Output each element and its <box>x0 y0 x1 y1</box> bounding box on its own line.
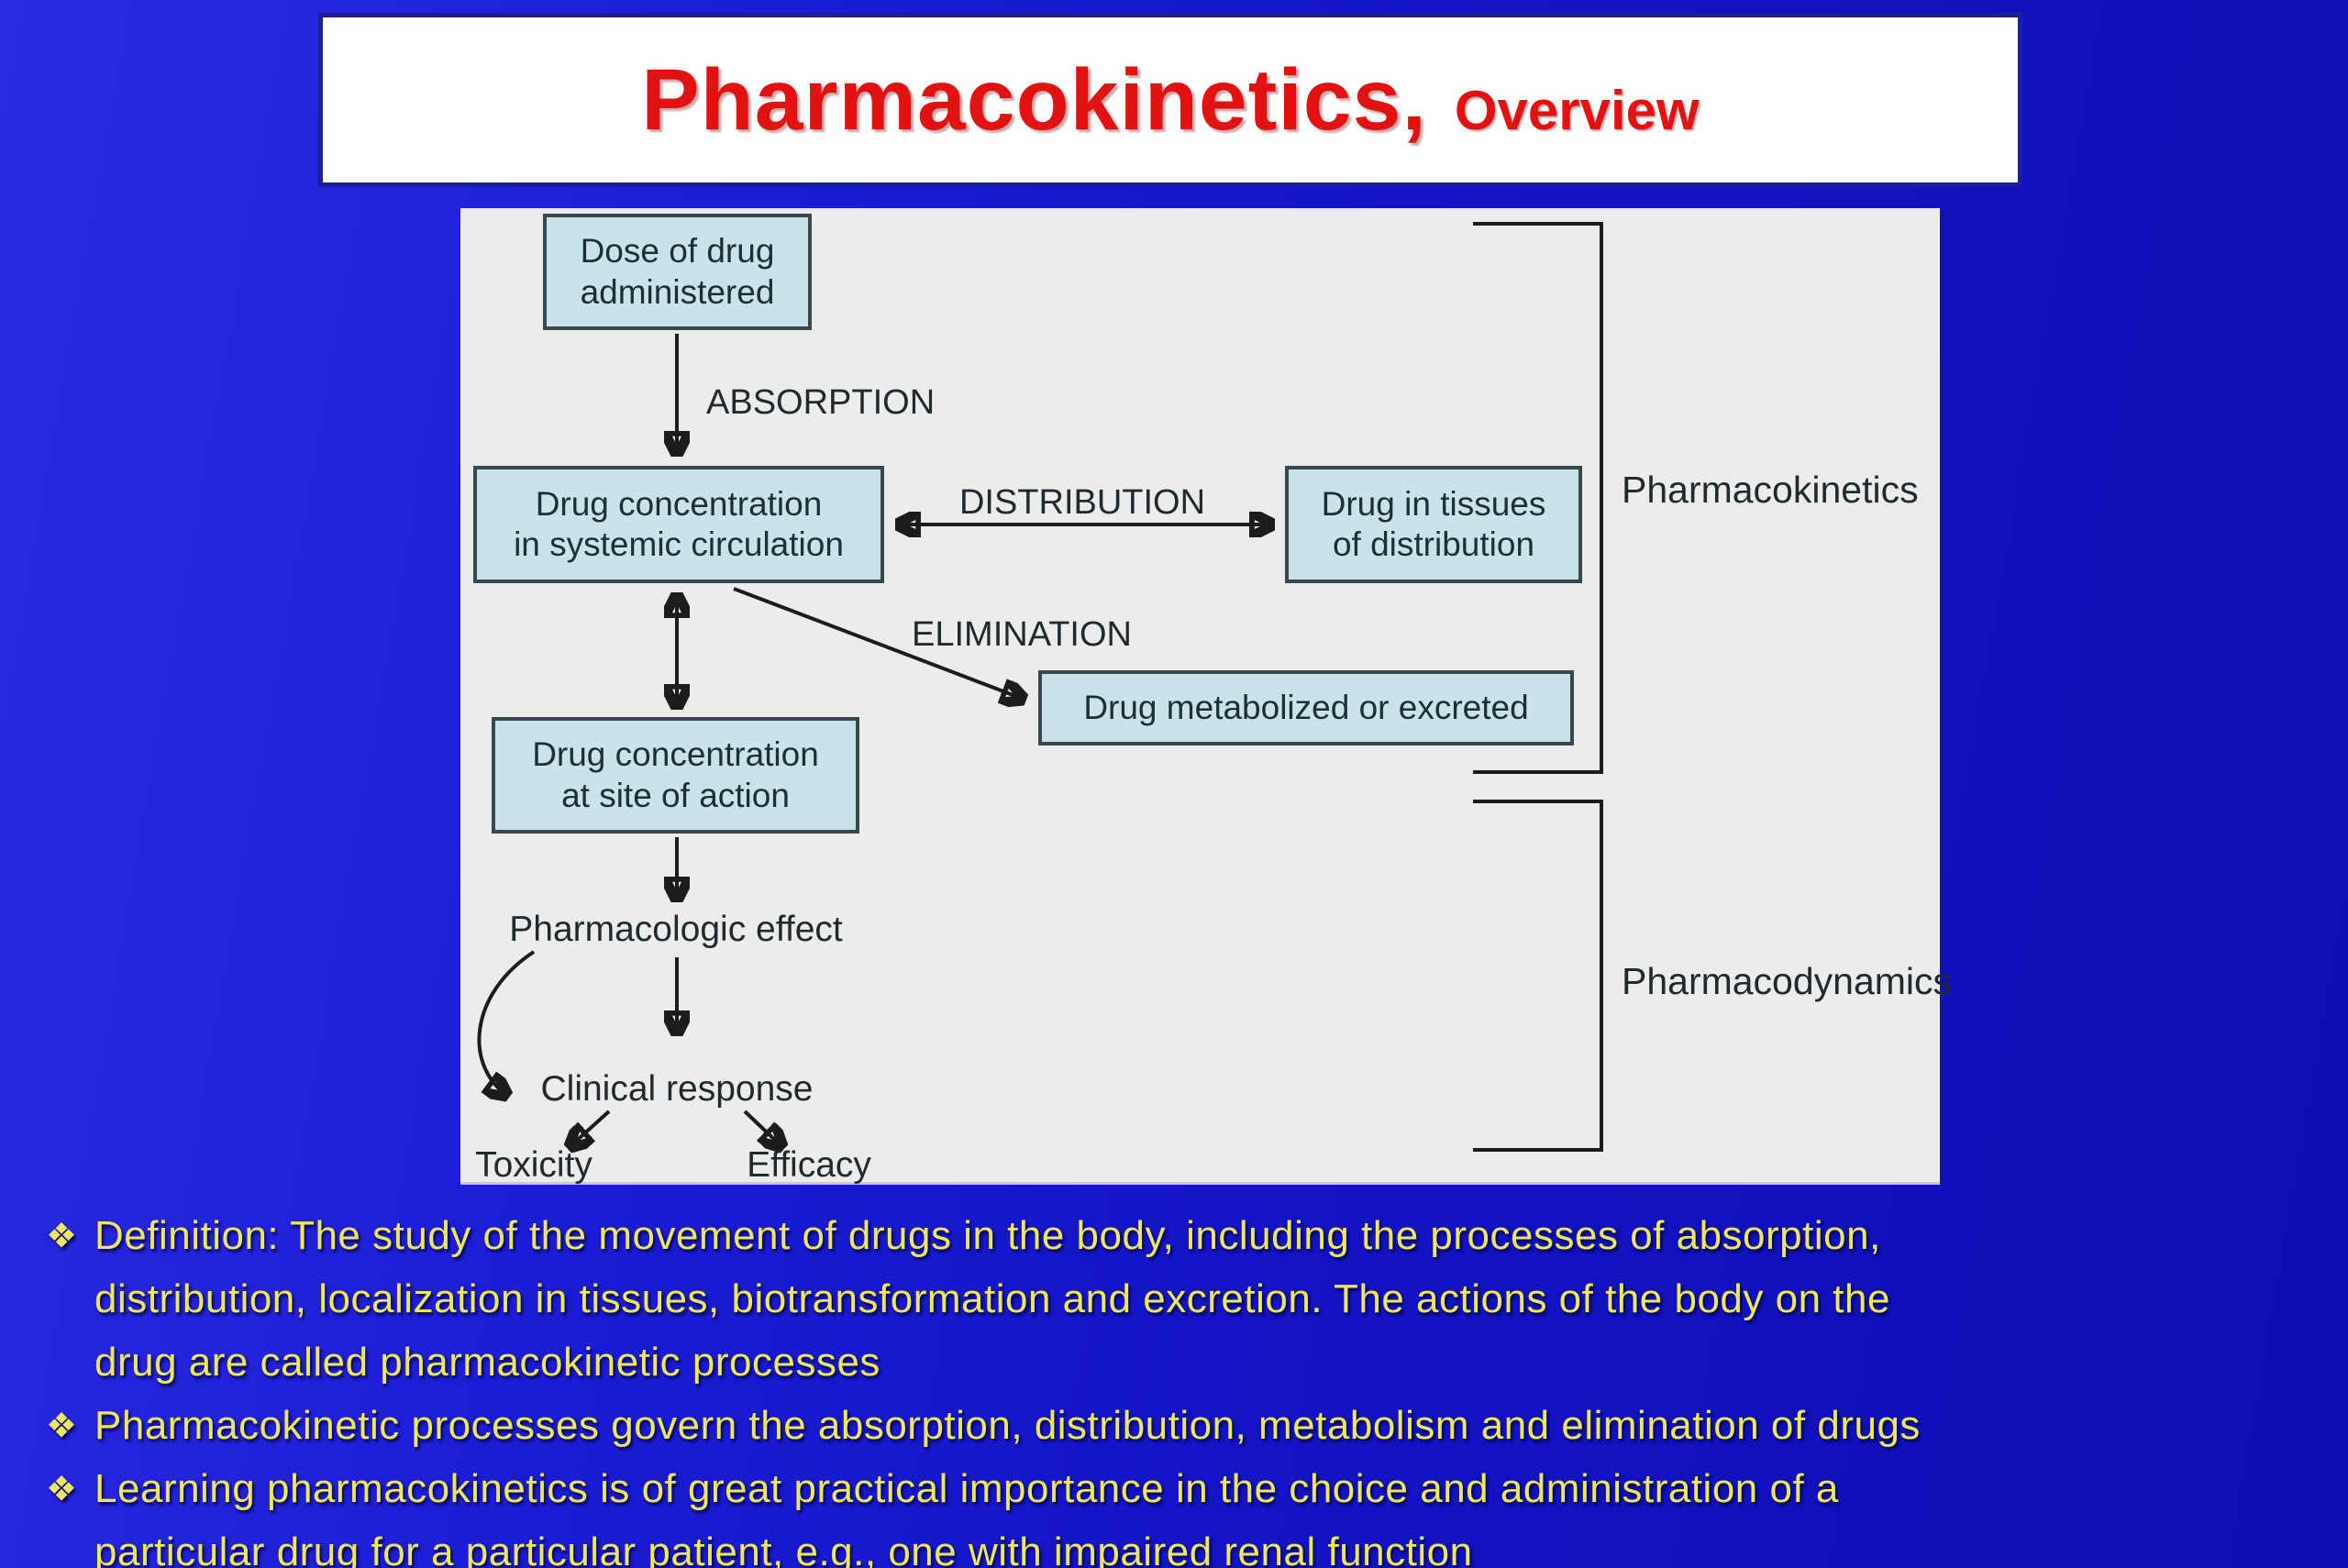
bullet-text: Definition: The study of the movement of… <box>94 1212 1881 1258</box>
bullet-line: distribution, localization in tissues, b… <box>46 1267 2343 1331</box>
bullet-line: ❖ Learning pharmacokinetics is of great … <box>46 1457 2343 1520</box>
bullet-diamond-icon: ❖ <box>46 1470 78 1508</box>
bullet-diamond-icon: ❖ <box>46 1217 78 1255</box>
clinical-response-label: Clinical response <box>541 1069 814 1109</box>
title-banner: Pharmacokinetics, Overview <box>318 13 2022 187</box>
pharmacologic-effect-label: Pharmacologic effect <box>509 910 843 949</box>
bullet-text: drug are called pharmacokinetic processe… <box>94 1339 880 1385</box>
bullet-text: Pharmacokinetic processes govern the abs… <box>94 1402 1921 1448</box>
flow-box-site-of-action: Drug concentration at site of action <box>492 717 859 834</box>
flow-box-text: at site of action <box>561 776 790 814</box>
distribution-label: DISTRIBUTION <box>959 483 1205 522</box>
toxicity-label: Toxicity <box>475 1145 593 1185</box>
pharmacokinetics-label: Pharmacokinetics <box>1622 469 1919 511</box>
flow-box-dose-administered: Dose of drug administered <box>543 214 812 330</box>
bullet-text: distribution, localization in tissues, b… <box>94 1275 1890 1321</box>
flow-box-text: of distribution <box>1332 525 1535 563</box>
bullet-line: ❖ Definition: The study of the movement … <box>46 1204 2343 1267</box>
title-sub: Overview <box>1454 79 1700 141</box>
toxicity-arrow <box>570 1110 611 1146</box>
efficacy-arrow <box>743 1110 781 1146</box>
elimination-arrow <box>733 587 1023 699</box>
flow-box-text: Dose of drug <box>580 232 775 271</box>
bullet-text: particular drug for a particular patient… <box>94 1529 1473 1568</box>
bullet-text: Learning pharmacokinetics is of great pr… <box>94 1465 1839 1511</box>
title-main: Pharmacokinetics, <box>641 50 1427 149</box>
bullet-line: ❖ Pharmacokinetic processes govern the a… <box>46 1394 2343 1457</box>
flow-box-tissues-distribution: Drug in tissues of distribution <box>1285 466 1582 583</box>
flow-box-text: Drug metabolized or excreted <box>1083 688 1529 726</box>
elimination-label: ELIMINATION <box>912 615 1132 654</box>
flow-box-text: Drug concentration <box>535 484 823 523</box>
flow-box-systemic-circulation: Drug concentration in systemic circulati… <box>473 466 884 583</box>
bullet-line: drug are called pharmacokinetic processe… <box>46 1331 2343 1394</box>
bullet-diamond-icon: ❖ <box>46 1407 78 1445</box>
pharmacodynamics-label: Pharmacodynamics <box>1622 960 1952 1002</box>
flow-box-text: in systemic circulation <box>514 525 844 563</box>
toxicity-curved-arrow <box>477 950 536 1095</box>
page-title: Pharmacokinetics, Overview <box>641 50 1699 150</box>
absorption-label: ABSORPTION <box>706 383 935 422</box>
flow-box-text: Drug in tissues <box>1321 484 1546 523</box>
bullet-list: ❖ Definition: The study of the movement … <box>46 1204 2343 1568</box>
flow-box-text: Drug concentration <box>532 735 819 774</box>
pharmacokinetics-bracket <box>1473 222 1603 774</box>
bullet-line: particular drug for a particular patient… <box>46 1520 2343 1568</box>
flow-box-text: administered <box>580 272 775 311</box>
efficacy-label: Efficacy <box>747 1145 871 1185</box>
pharmacodynamics-bracket <box>1473 800 1603 1152</box>
flow-box-metabolized-excreted: Drug metabolized or excreted <box>1038 670 1574 745</box>
